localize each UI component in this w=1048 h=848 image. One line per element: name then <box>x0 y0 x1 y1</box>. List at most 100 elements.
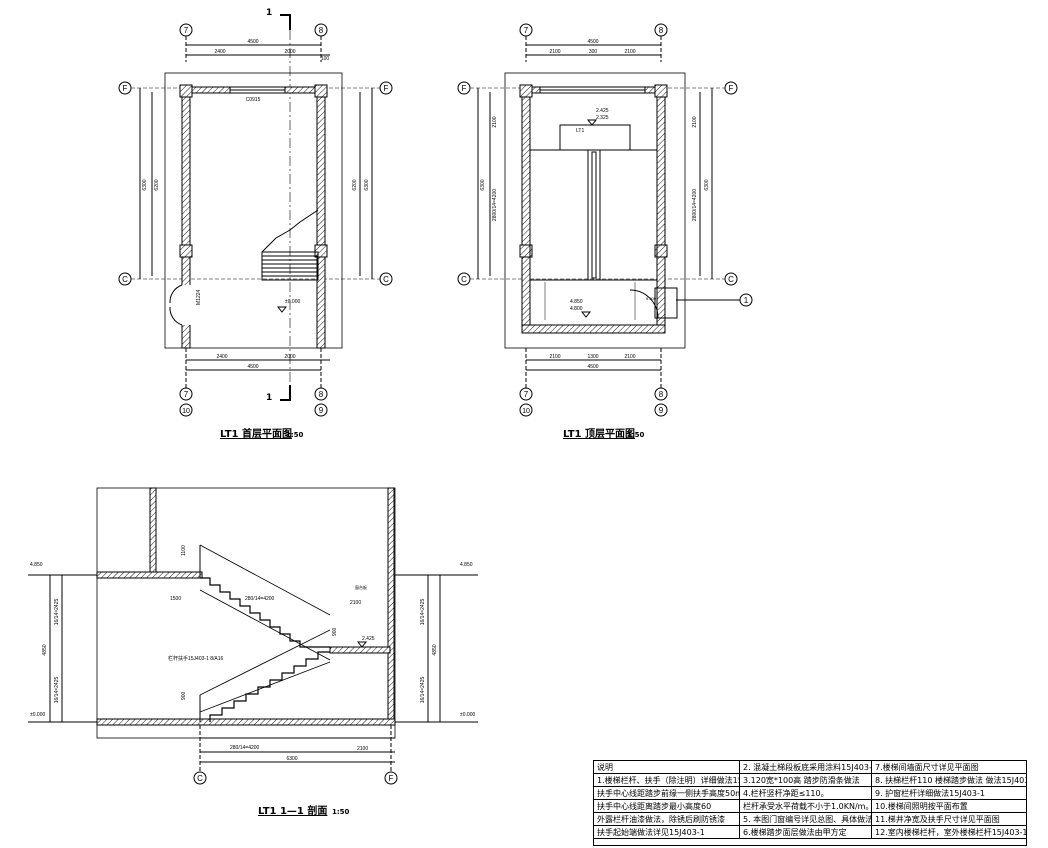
ground-plan-title: LT1 首层平面图 <box>220 427 292 440</box>
svg-text:280/14=4200: 280/14=4200 <box>245 596 275 602</box>
svg-text:6300: 6300 <box>704 179 710 190</box>
svg-text:C: C <box>728 275 734 284</box>
svg-text:2100: 2100 <box>692 116 698 127</box>
svg-text:16/14=2425: 16/14=2425 <box>420 677 426 704</box>
svg-text:1: 1 <box>744 296 749 305</box>
axis-bubble-C-left: C <box>118 272 380 286</box>
svg-text:2100: 2100 <box>549 49 560 55</box>
axis-bubble-C-right: C <box>379 272 393 286</box>
svg-text:4850: 4850 <box>42 644 48 655</box>
svg-text:2800/14=4200: 2800/14=4200 <box>692 189 698 221</box>
svg-text:2800/14=4200: 2800/14=4200 <box>492 189 498 221</box>
note-cell: 9. 护窗栏杆详细做法15J403-1 <box>872 787 1026 800</box>
note-cell: 12.室内楼梯栏杆，室外楼梯栏杆15J403-1 <box>872 826 1026 839</box>
section-cut-mark-bottom: 1 <box>266 393 272 403</box>
svg-text:7: 7 <box>524 26 529 35</box>
note-cell: 1.楼梯栏杆、扶手（除注明）详细做法15J403-1 <box>594 774 740 787</box>
detail-callout <box>739 293 753 307</box>
svg-text:16/14=2425: 16/14=2425 <box>420 599 426 626</box>
note-cell: 栏杆承受水平荷载不小于1.0KN/m。 <box>740 800 872 813</box>
note-cell: 8. 扶梯栏杆110 楼梯踏步做法 做法15J403-1 <box>872 774 1026 787</box>
svg-text:9: 9 <box>659 406 664 415</box>
svg-text:4500: 4500 <box>587 364 598 370</box>
svg-text:900: 900 <box>332 627 338 636</box>
svg-text:900: 900 <box>181 691 187 700</box>
ground-stair <box>261 209 319 281</box>
svg-text:100: 100 <box>321 56 330 62</box>
svg-text:F: F <box>462 84 467 93</box>
top-stair-flights: LT1 <box>529 124 658 281</box>
note-cell: 4.栏杆竖杆净距≤110。 <box>740 787 872 800</box>
svg-text:1500: 1500 <box>170 596 181 602</box>
svg-text:F: F <box>729 84 734 93</box>
note-cell: 3.120宽*100高 踏步防滑条做法 <box>740 774 872 787</box>
window-tag: C0915 <box>246 97 261 103</box>
axis-bubble-F-left: F <box>118 81 380 95</box>
section-scale: 1:50 <box>332 808 350 816</box>
svg-text:F: F <box>384 84 389 93</box>
svg-text:7: 7 <box>524 390 529 399</box>
svg-text:6300: 6300 <box>142 179 148 190</box>
wall-right <box>316 87 326 349</box>
svg-text:LT1: LT1 <box>576 128 584 134</box>
svg-text:4500: 4500 <box>587 39 598 45</box>
top-plan-title: LT1 顶层平面图 <box>563 428 635 440</box>
section-1-1: 1100 900 900 280/14=4200 1500 2100 栏杆扶手1… <box>28 487 478 817</box>
axis-bubble-8-top: 8 <box>314 23 328 62</box>
svg-text:2.425: 2.425 <box>596 108 609 114</box>
svg-text:±0.000: ±0.000 <box>460 712 475 718</box>
note-cell: 扶手中心线距离踏步最小高度60 <box>594 800 740 813</box>
svg-text:6200: 6200 <box>352 179 358 190</box>
svg-text:4500: 4500 <box>247 364 258 370</box>
svg-text:8: 8 <box>319 390 324 399</box>
svg-text:F: F <box>389 774 394 783</box>
svg-text:6300: 6300 <box>286 756 297 762</box>
section-cut-mark-top: 1 <box>266 8 272 18</box>
door-tag: M1224 <box>196 289 202 305</box>
svg-text:2.325: 2.325 <box>596 115 609 121</box>
svg-text:2400: 2400 <box>216 354 227 360</box>
svg-text:8: 8 <box>659 390 664 399</box>
note-cell: 5. 本图门窗编号详见总图、具体做法另详 <box>740 813 872 826</box>
svg-text:2100: 2100 <box>624 354 635 360</box>
svg-text:10: 10 <box>522 408 530 415</box>
svg-text:C: C <box>197 774 203 783</box>
note-cell: 6.楼梯踏步面层做法由甲方定 <box>740 826 872 839</box>
ground-floor-plan: 7 8 1 1 4500 2400 2000 100 F F C <box>118 8 393 440</box>
svg-text:F: F <box>123 84 128 93</box>
note-cell: 扶手起始端做法详见15J403-1 <box>594 826 740 839</box>
svg-text:7: 7 <box>184 390 189 399</box>
svg-text:2100: 2100 <box>350 600 361 606</box>
svg-text:±0.000: ±0.000 <box>30 712 45 718</box>
svg-text:6300: 6300 <box>480 179 486 190</box>
svg-text:16/14=2425: 16/14=2425 <box>54 677 60 704</box>
svg-text:2100: 2100 <box>492 116 498 127</box>
svg-text:2000: 2000 <box>284 49 295 55</box>
note-cell: 说明 <box>594 761 740 774</box>
svg-text:2100: 2100 <box>624 49 635 55</box>
railing-callout: 栏杆扶手15J403-1 8/A16 <box>168 655 224 662</box>
svg-text:C: C <box>461 275 467 284</box>
axis-bubble-7-top: 7 <box>179 23 193 62</box>
svg-text:8: 8 <box>319 26 324 35</box>
svg-text:6300: 6300 <box>364 179 370 190</box>
section-title: LT1 1—1 剖面 <box>258 804 327 817</box>
note-cell: 10.楼梯间照明按平面布置 <box>872 800 1026 813</box>
note-cell: 11.梯井净宽及扶手尺寸详见平面图 <box>872 813 1026 826</box>
note-cell: 外露栏杆油漆做法，除锈后刷防锈漆 <box>594 813 740 826</box>
svg-text:9: 9 <box>319 406 324 415</box>
svg-text:4500: 4500 <box>247 39 258 45</box>
svg-text:2400: 2400 <box>214 49 225 55</box>
note-cell: 7.楼梯间墙面尺寸详见平面图 <box>872 761 1026 774</box>
svg-text:4850: 4850 <box>432 644 438 655</box>
ground-plan-scale: 1:50 <box>286 431 304 439</box>
svg-text:2.425: 2.425 <box>362 636 375 642</box>
top-floor-plan: 7 8 4500 2100 300 2100 F F C C 6300 2800… <box>457 23 753 440</box>
svg-text:5.300: 5.300 <box>646 296 657 301</box>
svg-text:7: 7 <box>184 26 189 35</box>
axis-bubble-F-right: F <box>379 81 393 95</box>
svg-text:300: 300 <box>589 49 598 55</box>
svg-text:1300: 1300 <box>587 354 598 360</box>
